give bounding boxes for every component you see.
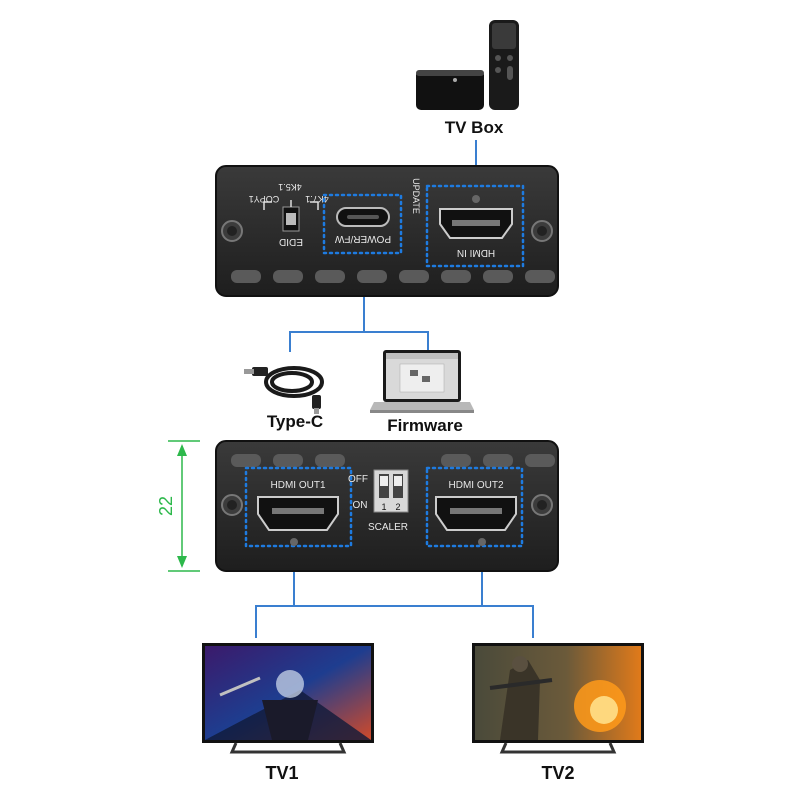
hdmi-out1-port[interactable] <box>257 496 339 531</box>
on-label: ON <box>353 500 368 511</box>
scaler-dip-switch[interactable] <box>373 469 409 513</box>
tv-box-label: TV Box <box>444 118 504 137</box>
edid-label: EDID <box>279 236 303 247</box>
hdmi-out1-led <box>290 538 298 546</box>
top-panel: EDID COPY1 4K5.1 4K7.1 POWER/FW UPDATE H… <box>215 165 559 297</box>
scaler-label: SCALER <box>368 522 408 533</box>
4k7-1-label: 4K7.1 <box>305 194 329 204</box>
edid-switch[interactable] <box>263 200 319 232</box>
height-dimension-marker <box>168 440 200 572</box>
hdmi-out2-dotted-box <box>425 466 524 548</box>
type-c-cable-icon <box>244 366 324 414</box>
hdmi-in-led <box>472 195 480 203</box>
tv1-label: TV1 <box>265 763 299 783</box>
hdmi-out2-led <box>478 538 486 546</box>
height-dimension-value: 22 <box>156 496 176 516</box>
tv-box-icon <box>416 20 519 110</box>
update-label: UPDATE <box>411 178 421 214</box>
copy1-label: COPY1 <box>249 194 280 204</box>
screw-icon <box>531 494 553 516</box>
tv1-icon <box>202 643 374 754</box>
led-strip <box>231 270 555 283</box>
hdmi-in-dotted-box <box>425 184 525 268</box>
power-fw-dotted-box <box>322 193 403 255</box>
tv2-label: TV2 <box>541 763 575 783</box>
laptop-icon <box>370 350 474 413</box>
usb-c-port[interactable] <box>336 207 390 227</box>
hdmi-out2-port[interactable] <box>435 496 517 531</box>
hdmi-in-port[interactable] <box>439 208 513 239</box>
hdmi-out1-label: HDMI OUT1 <box>271 480 326 491</box>
type-c-label: Type-C <box>266 412 324 431</box>
screw-icon <box>531 220 553 242</box>
led-strip <box>231 454 555 467</box>
tv2-icon <box>472 643 644 754</box>
power-fw-label: POWER/FW <box>334 233 391 244</box>
screw-icon <box>221 220 243 242</box>
off-label: OFF <box>348 474 368 485</box>
screw-icon <box>221 494 243 516</box>
firmware-label: Firmware <box>387 416 463 435</box>
dip-1-label: 1 <box>381 502 386 512</box>
hdmi-out1-dotted-box <box>244 466 353 548</box>
hdmi-in-label: HDMI IN <box>457 247 495 258</box>
4k5-1-label: 4K5.1 <box>278 182 302 192</box>
hdmi-out2-label: HDMI OUT2 <box>449 480 504 491</box>
dip-2-label: 2 <box>395 502 400 512</box>
bottom-panel: HDMI OUT1 OFF ON 1 2 SCALER HDMI OUT2 <box>215 440 559 572</box>
